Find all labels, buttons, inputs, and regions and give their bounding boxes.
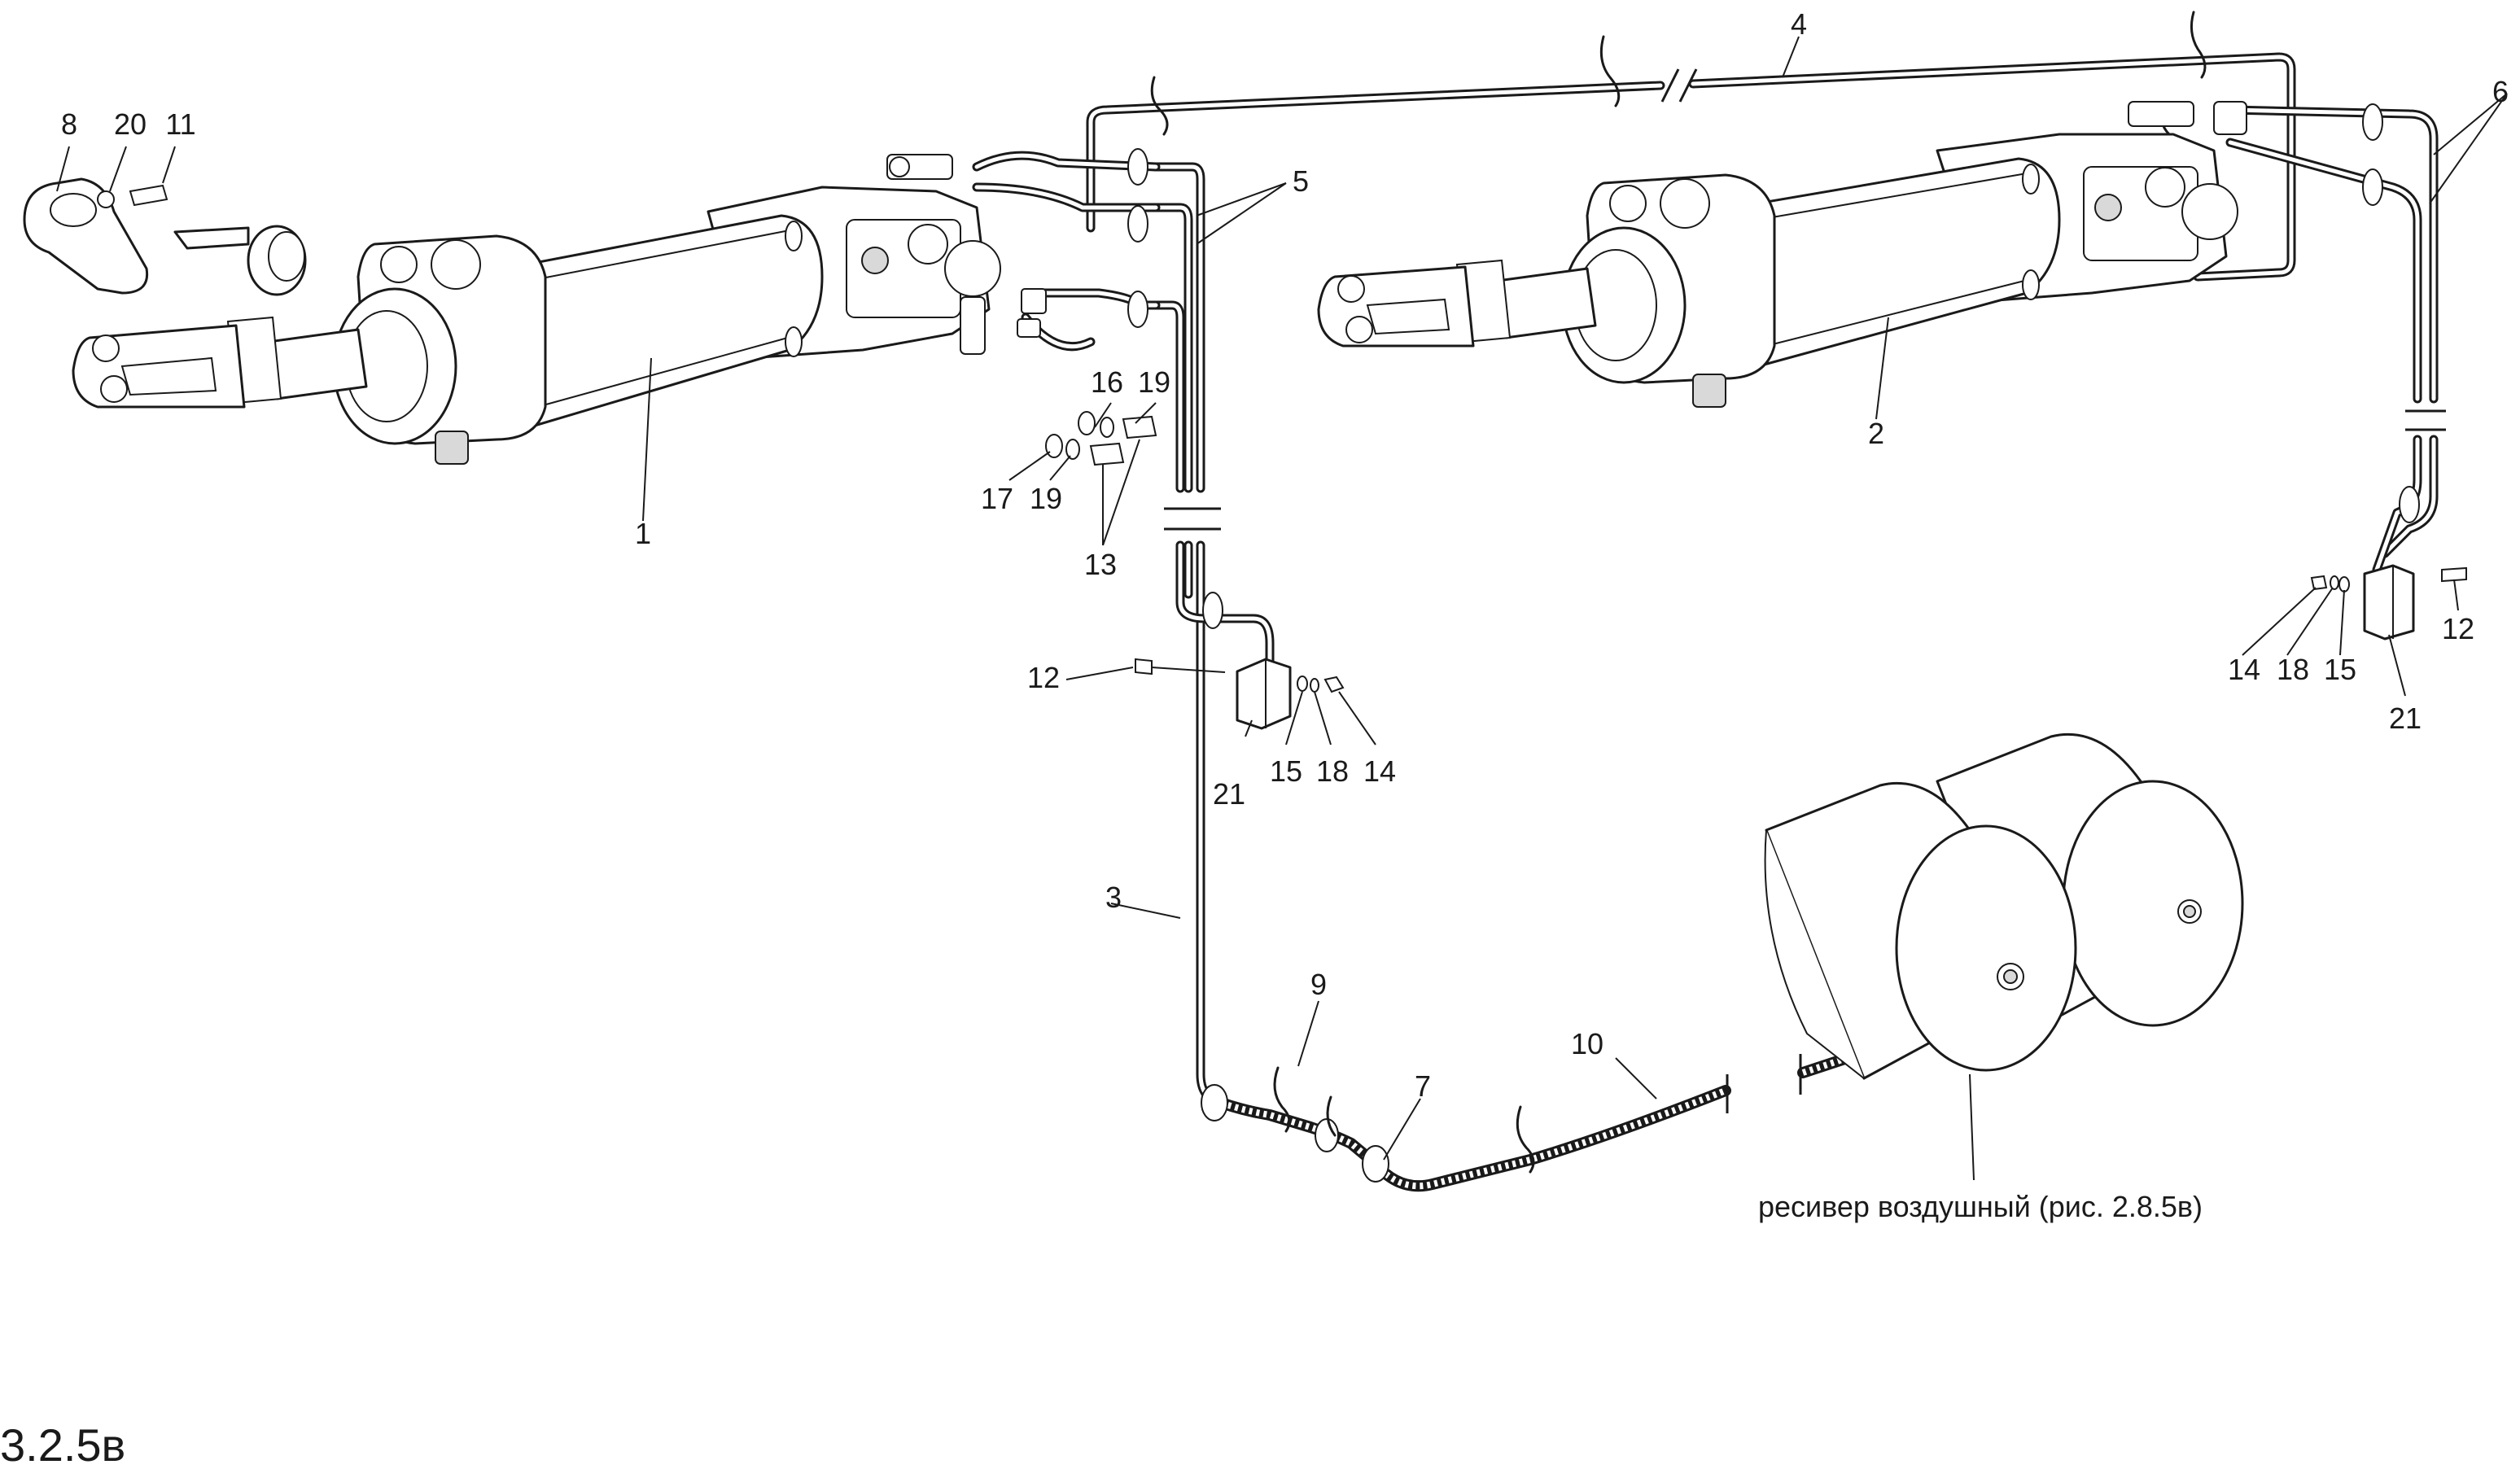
pipe-3-supply-line	[1151, 162, 1275, 1108]
callout-16: 16	[1091, 365, 1123, 399]
leader-lines	[56, 36, 2508, 1181]
pipe-clips-top	[1150, 11, 2207, 136]
callout-5: 5	[1293, 164, 1309, 198]
callout-17: 17	[981, 482, 1013, 515]
callout-21-left: 21	[1213, 777, 1245, 811]
figure-number: 3.2.5в	[0, 1419, 125, 1469]
callout-2: 2	[1868, 417, 1884, 450]
callout-10: 10	[1571, 1027, 1603, 1060]
tee-block-21-right	[2310, 564, 2467, 641]
callout-19-bottom: 19	[1030, 482, 1062, 515]
callout-14-left: 14	[1363, 754, 1396, 788]
callout-18-right: 18	[2277, 653, 2309, 686]
callout-13: 13	[1084, 548, 1117, 581]
callout-8: 8	[61, 107, 77, 141]
callout-21-right: 21	[2389, 702, 2422, 735]
lever-8-assembly	[23, 177, 307, 296]
brake-chamber-2	[1317, 101, 2247, 408]
callout-1: 1	[635, 517, 651, 550]
callout-14-right: 14	[2228, 653, 2260, 686]
fasteners-16-17-19-13	[1045, 411, 1157, 466]
callout-11: 11	[165, 107, 195, 141]
callout-4: 4	[1791, 7, 1807, 41]
callout-3: 3	[1105, 881, 1122, 914]
callout-15-right: 15	[2324, 653, 2356, 686]
air-receiver	[1764, 732, 2244, 1080]
callout-19-top: 19	[1138, 365, 1170, 399]
callout-18-left: 18	[1316, 754, 1349, 788]
brake-chamber-1	[72, 154, 1047, 465]
callout-15-left: 15	[1270, 754, 1302, 788]
pipe-4-main-line	[1086, 52, 2296, 282]
tee-block-21-left	[1135, 658, 1345, 730]
callout-12-right: 12	[2442, 612, 2474, 645]
callout-12-left: 12	[1027, 661, 1060, 694]
callout-9: 9	[1310, 968, 1327, 1001]
receiver-caption: ресивер воздушный (рис. 2.8.5в)	[1758, 1190, 2203, 1223]
callout-20: 20	[114, 107, 147, 141]
callout-7: 7	[1415, 1069, 1431, 1103]
grommets	[1127, 103, 2420, 629]
callout-6: 6	[2492, 75, 2509, 108]
callout-labels: 8 20 11 1 2 3 4 5 6 9 7 10 16 19 17 19 1…	[61, 7, 2509, 1103]
